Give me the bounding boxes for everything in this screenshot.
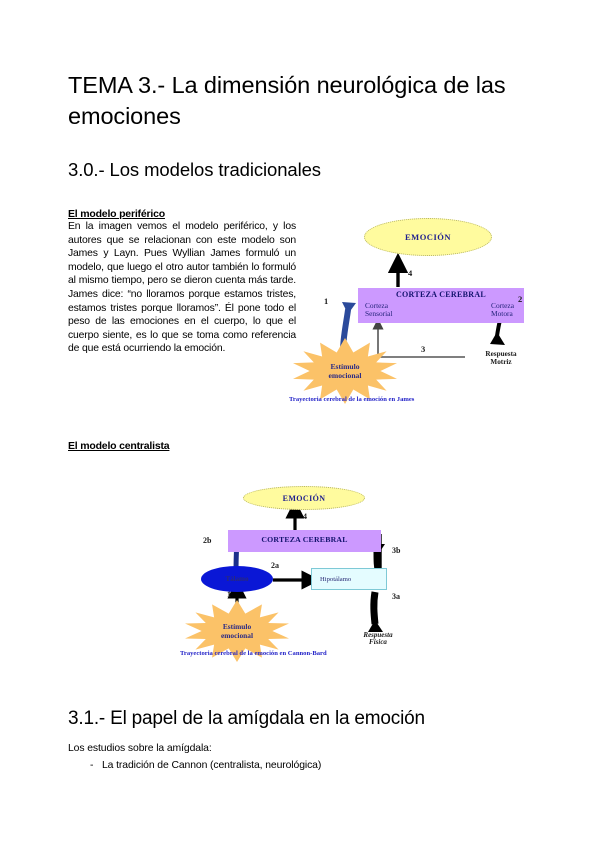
step-label-1-james: 1 xyxy=(324,296,329,306)
header-block: TEMA 3.- La dimensión neurológica de las… xyxy=(68,0,534,181)
amygdala-bullet-1: - La tradición de Cannon (centralista, n… xyxy=(68,756,534,773)
step-label-4-james: 4 xyxy=(408,268,413,278)
section-heading-3-1: 3.1.- El papel de la amígdala en la emoc… xyxy=(68,708,425,729)
step-label-2a-cannon: 2a xyxy=(271,561,279,570)
stimulus-line1-cannon: Estímulo xyxy=(222,622,252,631)
step-label-3-james: 3 xyxy=(421,344,426,354)
peripheral-model-row: El modelo periférico En la imagen vemos … xyxy=(68,208,534,408)
motor-response-line1: Respuesta xyxy=(485,350,517,358)
cortex-title-james: CORTEZA CEREBRAL xyxy=(395,290,487,299)
cortex-sensory-label-james: Corteza Sensorial xyxy=(365,302,393,318)
cortex-motor-line1: Corteza xyxy=(491,301,514,310)
step-label-4-cannon: 4 xyxy=(303,512,307,521)
cortex-sensory-line1: Corteza xyxy=(365,301,388,310)
bullet-dash-1: - xyxy=(90,760,94,771)
stimulus-line2-cannon: emocional xyxy=(220,631,254,640)
diagram-james: EMOCIÓN 4 CORTEZA CEREBRAL Corteza Senso… xyxy=(286,210,534,408)
diagram-cannon-bard: EMOCIÓN 4 CORTEZA CEREBRAL 2b 2a 1 3b 3a… xyxy=(175,482,425,667)
step-label-2b-cannon: 2b xyxy=(203,536,212,545)
emotion-ellipse-cannon: EMOCIÓN xyxy=(243,486,365,510)
stimulus-star-text-james: Estímulo emocional xyxy=(329,362,362,380)
page-title: TEMA 3.- La dimensión neurológica de las… xyxy=(68,72,506,130)
cortex-box-james: CORTEZA CEREBRAL Corteza Sensorial Corte… xyxy=(358,288,524,323)
diagram-caption-james: Trayectoria cerebral de la emoción en Ja… xyxy=(289,396,415,403)
physical-response-line2: Física xyxy=(369,638,387,647)
emotion-ellipse-james: EMOCIÓN xyxy=(364,218,492,256)
amygdala-intro: Los estudios sobre la amígdala: xyxy=(68,743,212,754)
cortex-box-cannon: CORTEZA CEREBRAL xyxy=(228,530,381,552)
cortex-motor-line2: Motora xyxy=(491,308,513,318)
physical-response-label: Respuesta Física xyxy=(347,631,409,647)
peripheral-model-text-column: El modelo periférico En la imagen vemos … xyxy=(68,208,296,356)
section-heading-3-0: 3.0.- Los modelos tradicionales xyxy=(68,159,321,181)
physical-response-line1: Respuesta xyxy=(363,631,393,639)
stimulus-line1-james: Estímulo xyxy=(330,362,360,371)
cortex-title-cannon: CORTEZA CEREBRAL xyxy=(261,535,348,544)
peripheral-model-paragraph: En la imagen vemos el modelo periférico,… xyxy=(68,221,296,355)
thalamus-ellipse: Tálamo xyxy=(201,566,273,592)
amygdala-section: 3.1.- El papel de la amígdala en la emoc… xyxy=(68,708,534,773)
cortex-motor-label-james: Corteza Motora xyxy=(491,302,514,318)
diagram-caption-cannon: Trayectoria cerebral de la emoción en Ca… xyxy=(180,650,327,657)
motor-response-line2: Motriz xyxy=(490,357,512,366)
step-label-1-cannon: 1 xyxy=(227,590,231,599)
hypothalamus-box: Hipotálamo xyxy=(311,568,387,590)
subheading-modelo-centralista: El modelo centralista xyxy=(68,440,170,452)
subheading-modelo-periferico: El modelo periférico xyxy=(68,208,165,220)
cortex-sensory-line2: Sensorial xyxy=(365,308,393,318)
stimulus-line2-james: emocional xyxy=(328,371,362,380)
motor-response-label-james: Respuesta Motriz xyxy=(471,350,531,366)
bullet-text-1: La tradición de Cannon (centralista, neu… xyxy=(102,760,322,771)
centralist-model-block: El modelo centralista xyxy=(68,440,534,452)
stimulus-star-text-cannon: Estímulo emocional xyxy=(221,622,253,640)
step-label-2-james: 2 xyxy=(518,294,523,304)
step-label-3b-cannon: 3b xyxy=(392,546,401,555)
step-label-3a-cannon: 3a xyxy=(392,592,400,601)
